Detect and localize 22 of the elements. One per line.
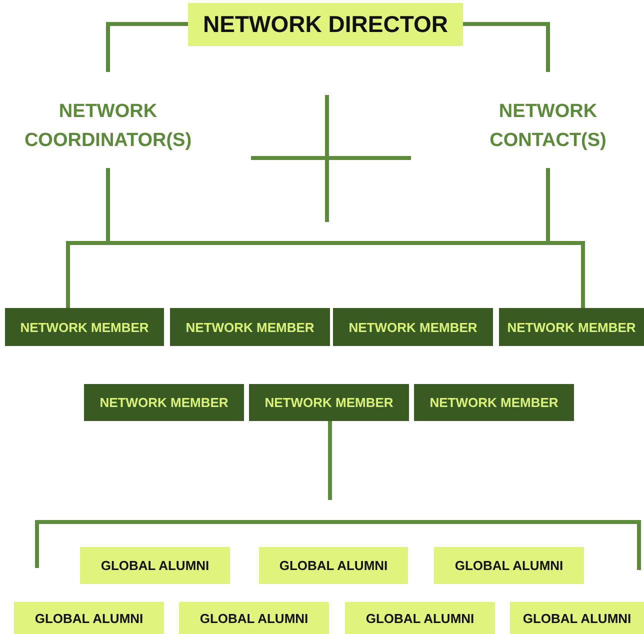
alumni-box: GLOBAL ALUMNI: [510, 602, 644, 634]
alumni-box: GLOBAL ALUMNI: [259, 547, 408, 584]
director-box: NETWORK DIRECTOR: [188, 3, 463, 46]
alumni-box: GLOBAL ALUMNI: [434, 547, 584, 584]
role-text: NETWORK COORDINATOR(S): [18, 90, 198, 162]
member-box: NETWORK MEMBER: [5, 308, 164, 346]
role-text: NETWORK CONTACT(S): [458, 90, 638, 162]
alumni-box: GLOBAL ALUMNI: [14, 602, 164, 634]
member-box: NETWORK MEMBER: [170, 308, 330, 346]
member-box: NETWORK MEMBER: [333, 308, 493, 346]
connector-line: [66, 168, 110, 308]
member-box: NETWORK MEMBER: [84, 384, 244, 421]
member-box: NETWORK MEMBER: [499, 308, 644, 346]
alumni-box: GLOBAL ALUMNI: [80, 547, 230, 584]
connector-line: [328, 421, 332, 500]
connector-line: [546, 168, 585, 308]
alumni-box: GLOBAL ALUMNI: [345, 602, 495, 634]
connector-line: [463, 22, 550, 72]
member-box: NETWORK MEMBER: [249, 384, 409, 421]
alumni-box: GLOBAL ALUMNI: [179, 602, 329, 634]
connector-line: [106, 22, 188, 72]
member-box: NETWORK MEMBER: [414, 384, 574, 421]
